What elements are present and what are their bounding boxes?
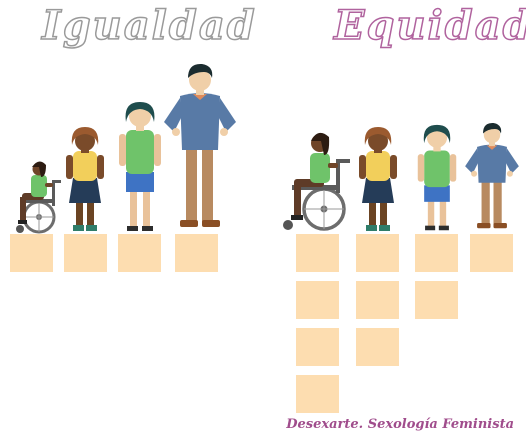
man-blue-sweater [465,122,519,229]
box [356,234,399,272]
woman-in-wheelchair [283,132,350,231]
box [415,281,458,319]
box [296,281,339,319]
girl-yellow-shirt [359,127,397,231]
box [470,234,513,272]
box [175,234,218,272]
credit-text: Desexarte. Sexología Feminista [286,417,514,432]
box [64,234,107,272]
box [296,328,339,366]
box [118,234,161,272]
girl-green-shirt [119,102,161,231]
girl-green-shirt [417,124,457,231]
title-equality: Igualdad [41,1,257,50]
child-in-wheelchair [16,161,61,234]
girl-yellow-shirt [66,127,104,231]
box [356,328,399,366]
man-blue-sweater [164,63,236,227]
title-equity: Equidad [333,1,526,50]
box [296,234,339,272]
box [296,375,339,413]
box [10,234,53,272]
box [415,234,458,272]
box [356,281,399,319]
